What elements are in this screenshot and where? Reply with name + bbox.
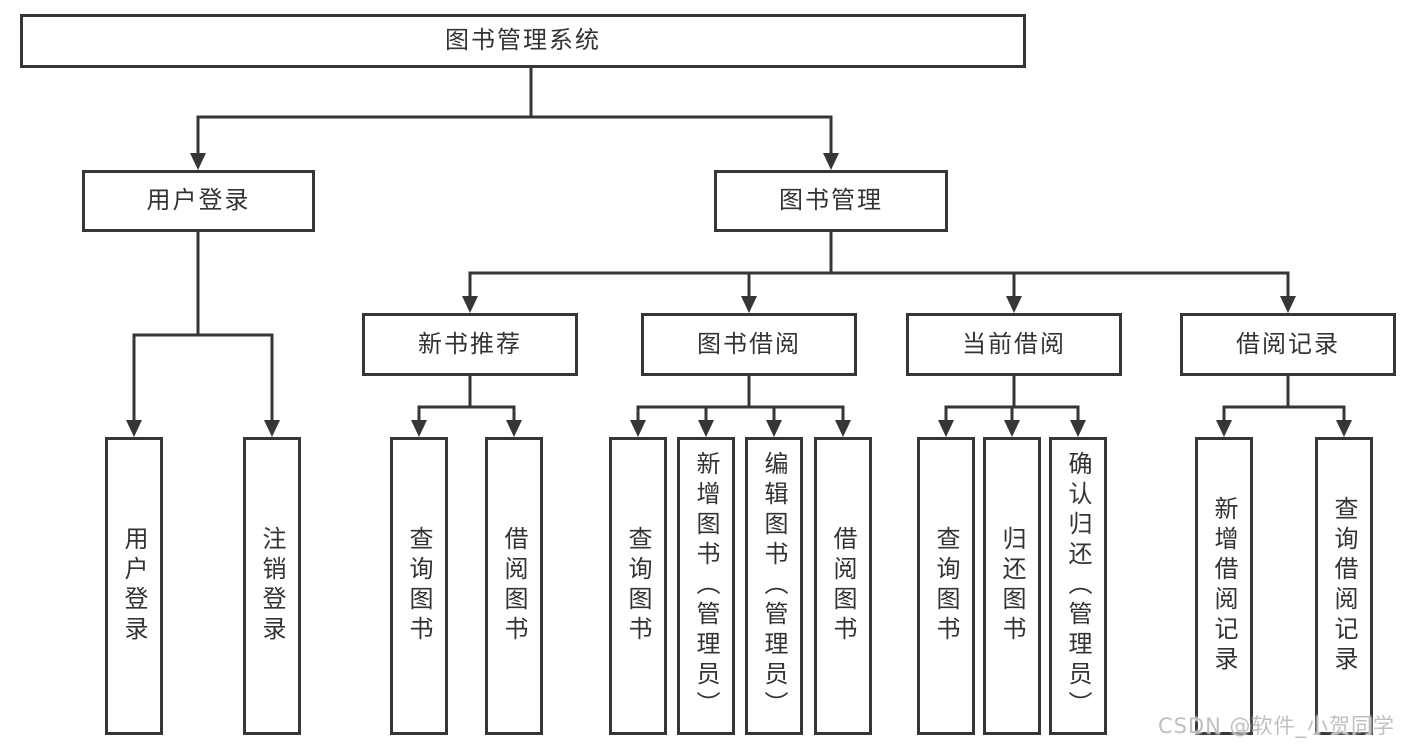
leaf-query-books-current: 查询图书 xyxy=(917,437,975,735)
leaf-user-login: 用户登录 xyxy=(105,437,163,735)
connector-path xyxy=(132,64,1346,427)
leaf-add-books-admin: 新增图书（管理员） xyxy=(677,437,735,735)
leaf-confirm-return-admin: 确认归还（管理员） xyxy=(1049,437,1107,735)
node-book-borrowing: 图书借阅 xyxy=(641,313,857,376)
csdn-watermark: CSDN @软件_小贺同学 xyxy=(1158,714,1396,738)
leaf-borrow-books: 借阅图书 xyxy=(814,437,872,735)
leaf-query-books-borrow: 查询图书 xyxy=(609,437,667,735)
arrowheads xyxy=(126,153,1352,437)
node-system-root: 图书管理系统 xyxy=(20,14,1026,68)
node-book-management: 图书管理 xyxy=(714,170,948,232)
node-current-borrowing: 当前借阅 xyxy=(906,313,1122,376)
leaf-return-books: 归还图书 xyxy=(983,437,1041,735)
leaf-edit-books-admin: 编辑图书（管理员） xyxy=(745,437,803,735)
node-borrowing-records: 借阅记录 xyxy=(1180,313,1396,376)
leaf-borrow-books-recommend: 借阅图书 xyxy=(485,437,543,735)
node-user-login: 用户登录 xyxy=(82,170,315,232)
node-new-book-recommendation: 新书推荐 xyxy=(362,313,578,376)
leaf-logout: 注销登录 xyxy=(243,437,301,735)
leaf-query-books-recommend: 查询图书 xyxy=(390,437,448,735)
leaf-query-borrow-record: 查询借阅记录 xyxy=(1315,437,1373,735)
leaf-add-borrow-record: 新增借阅记录 xyxy=(1195,437,1253,735)
